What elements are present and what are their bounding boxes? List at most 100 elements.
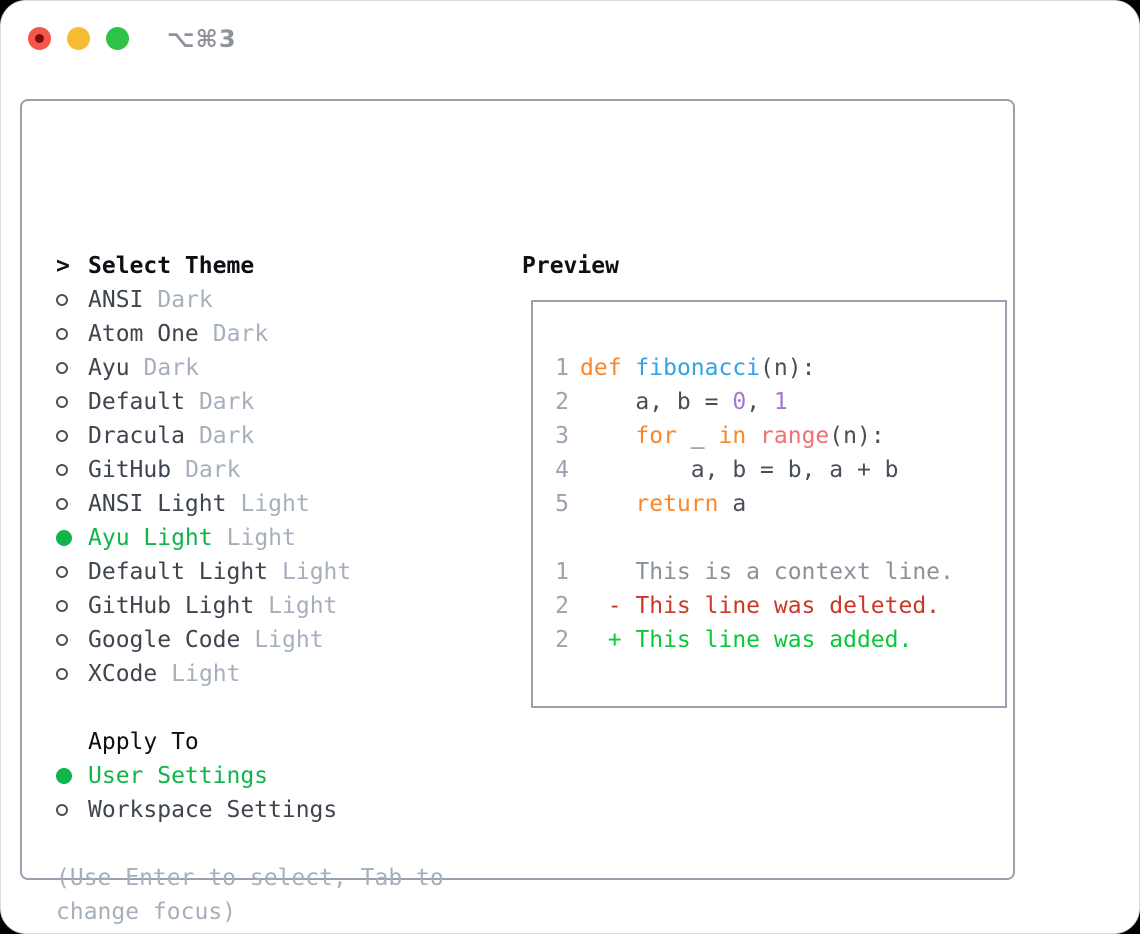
code-segment-codefg: a, b = b, a + b: [580, 457, 899, 483]
apply-option-label: User Settings: [88, 763, 269, 789]
radio-marker: [56, 362, 88, 374]
hint-line-1: (Use Enter to select, Tab to: [56, 865, 444, 891]
code-line: 5 return a: [555, 487, 1005, 521]
radio-marker: [56, 566, 88, 578]
theme-option-label: Atom One: [88, 321, 199, 347]
theme-variant-label: Dark: [212, 321, 269, 347]
code-segment-codefg: [580, 491, 635, 517]
code-segment-keyword: for: [635, 423, 677, 449]
code-segment-codefg: [580, 423, 635, 449]
theme-variant-label: Light: [171, 661, 241, 687]
line-number: 5: [555, 491, 569, 517]
theme-option-google-code[interactable]: Google Code Light: [56, 623, 351, 657]
theme-option-label: Google Code: [88, 627, 241, 653]
zoom-button[interactable]: [106, 27, 129, 50]
radio-marker: [56, 668, 88, 680]
apply-option-workspace-settings[interactable]: Workspace Settings: [56, 793, 337, 827]
theme-option-label: GitHub Light: [88, 593, 255, 619]
radio-marker: [56, 430, 88, 442]
radio-marker: [56, 768, 88, 784]
hint-block: (Use Enter to select, Tab to change focu…: [56, 861, 444, 929]
code-line: 1 def fibonacci(n):: [555, 351, 1005, 385]
radio-selected-icon: [56, 530, 72, 546]
theme-option-label: GitHub: [88, 457, 172, 483]
code-segment-codefg: (n):: [829, 423, 885, 449]
radio-icon: [56, 634, 68, 646]
theme-option-label: XCode: [88, 661, 158, 687]
radio-marker: [56, 804, 88, 816]
titlebar: ⌥⌘3: [1, 1, 1139, 75]
theme-variant-label: Dark: [185, 457, 241, 483]
theme-option-label: Default: [88, 389, 185, 415]
code-segment-codefg: (n):: [760, 355, 816, 381]
theme-variant-label: Dark: [157, 287, 213, 313]
hint-line-2: change focus): [56, 899, 237, 925]
theme-option-ayu[interactable]: Ayu Dark: [56, 351, 351, 385]
deleted-line: 2 - This line was deleted.: [555, 589, 1005, 623]
line-number: 1: [555, 355, 569, 381]
code-segment-numlit: 0: [732, 389, 747, 415]
code-segment-codefg: _: [676, 423, 719, 449]
radio-icon: [56, 498, 68, 510]
window-title: ⌥⌘3: [167, 25, 237, 53]
code-segment-special: range: [760, 423, 830, 449]
code-segment-keyword: in: [718, 423, 747, 449]
code-segment-keyword: def: [580, 355, 622, 381]
theme-option-github[interactable]: GitHub Dark: [56, 453, 351, 487]
radio-icon: [56, 464, 68, 476]
radio-icon: [56, 566, 68, 578]
theme-list-header-row: > Select Theme: [56, 249, 351, 283]
code-segment-func: fibonacci: [635, 355, 761, 381]
apply-to-header: Apply To: [88, 729, 199, 755]
theme-option-label: Ayu Light: [88, 525, 213, 551]
theme-option-atom-one[interactable]: Atom One Dark: [56, 317, 351, 351]
theme-option-ayu-light[interactable]: Ayu Light Light: [56, 521, 351, 555]
close-button[interactable]: [28, 27, 51, 50]
theme-variant-label: Light: [240, 491, 310, 517]
line-number: 3: [555, 423, 569, 449]
theme-option-xcode[interactable]: XCode Light: [56, 657, 351, 691]
theme-list-header: Select Theme: [88, 253, 255, 279]
radio-icon: [56, 362, 68, 374]
theme-variant-label: Light: [226, 525, 296, 551]
radio-icon: [56, 430, 68, 442]
theme-variant-label: Light: [254, 627, 324, 653]
code-segment-deleted: - This line was deleted.: [580, 593, 941, 619]
code-segment-codefg: [746, 423, 760, 449]
radio-icon: [56, 328, 68, 340]
minimize-button[interactable]: [67, 27, 90, 50]
code-segment-codefg: [622, 355, 636, 381]
code-segment-keyword: return: [635, 491, 719, 517]
theme-option-label: Ayu: [88, 355, 130, 381]
apply-option-user-settings[interactable]: User Settings: [56, 759, 337, 793]
code-line: 2 a, b = 0, 1: [555, 385, 1005, 419]
theme-variant-label: Dark: [198, 389, 255, 415]
radio-icon: [56, 396, 68, 408]
theme-variant-label: Dark: [143, 355, 199, 381]
radio-icon: [56, 668, 68, 680]
code-segment-numlit: 1: [773, 389, 788, 415]
line-number: 2: [555, 627, 569, 653]
code-segment-codefg: ,: [746, 389, 774, 415]
code-segment-codefg: a, b =: [580, 389, 733, 415]
theme-variant-label: Dark: [198, 423, 255, 449]
radio-marker: [56, 464, 88, 476]
theme-option-label: Default Light: [88, 559, 269, 585]
theme-option-default[interactable]: Default Dark: [56, 385, 351, 419]
code-segment-context: This is a context line.: [580, 559, 954, 585]
apply-to-header-row: Apply To: [56, 725, 337, 759]
radio-marker: [56, 634, 88, 646]
apply-option-label: Workspace Settings: [88, 797, 338, 823]
radio-marker: [56, 328, 88, 340]
code-segment-codefg: a: [718, 491, 747, 517]
